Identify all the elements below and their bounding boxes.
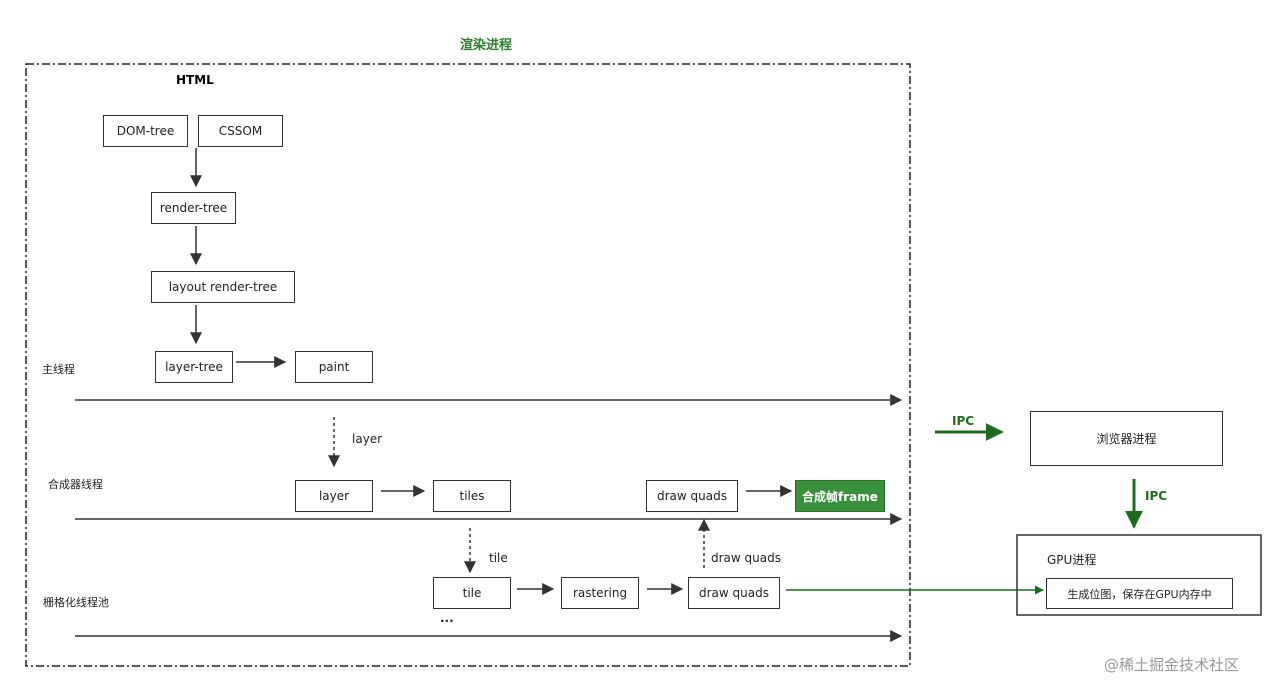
node-layout-render-tree: layout render-tree	[151, 271, 295, 303]
gpu-process-box	[1016, 534, 1262, 616]
raster-pool-label: 栅格化线程池	[43, 596, 109, 609]
node-rastering: rastering	[561, 577, 639, 609]
node-cssom: CSSOM	[198, 115, 283, 147]
node-paint: paint	[295, 351, 373, 383]
node-tile: tile	[433, 577, 511, 609]
more-ellipsis: ...	[440, 611, 454, 625]
edge-label-tile: tile	[489, 551, 508, 565]
ipc-label-1: IPC	[952, 414, 975, 428]
node-layer-tree: layer-tree	[155, 351, 233, 383]
node-dom-tree: DOM-tree	[103, 115, 188, 147]
compositor-thread-label: 合成器线程	[48, 478, 103, 491]
node-layer: layer	[295, 480, 373, 512]
edge-label-layer: layer	[352, 432, 383, 446]
render-process-border	[25, 63, 911, 667]
node-render-tree: render-tree	[151, 192, 236, 224]
node-gpu-bitmap: 生成位图，保存在GPU内存中	[1046, 578, 1233, 609]
node-compositor-draw-quads: draw quads	[646, 480, 738, 512]
html-label: HTML	[176, 73, 214, 87]
render-process-title: 渲染进程	[460, 38, 513, 53]
ipc-label-2: IPC	[1145, 489, 1168, 503]
node-compositor-frame: 合成帧frame	[795, 480, 885, 512]
watermark: @稀土掘金技术社区	[1104, 656, 1240, 674]
node-browser-process: 浏览器进程	[1030, 411, 1223, 466]
main-thread-label: 主线程	[42, 363, 75, 376]
node-tiles: tiles	[433, 480, 511, 512]
node-raster-draw-quads: draw quads	[688, 577, 780, 609]
edge-label-draw-quads: draw quads	[711, 551, 781, 565]
gpu-process-title: GPU进程	[1047, 553, 1097, 567]
